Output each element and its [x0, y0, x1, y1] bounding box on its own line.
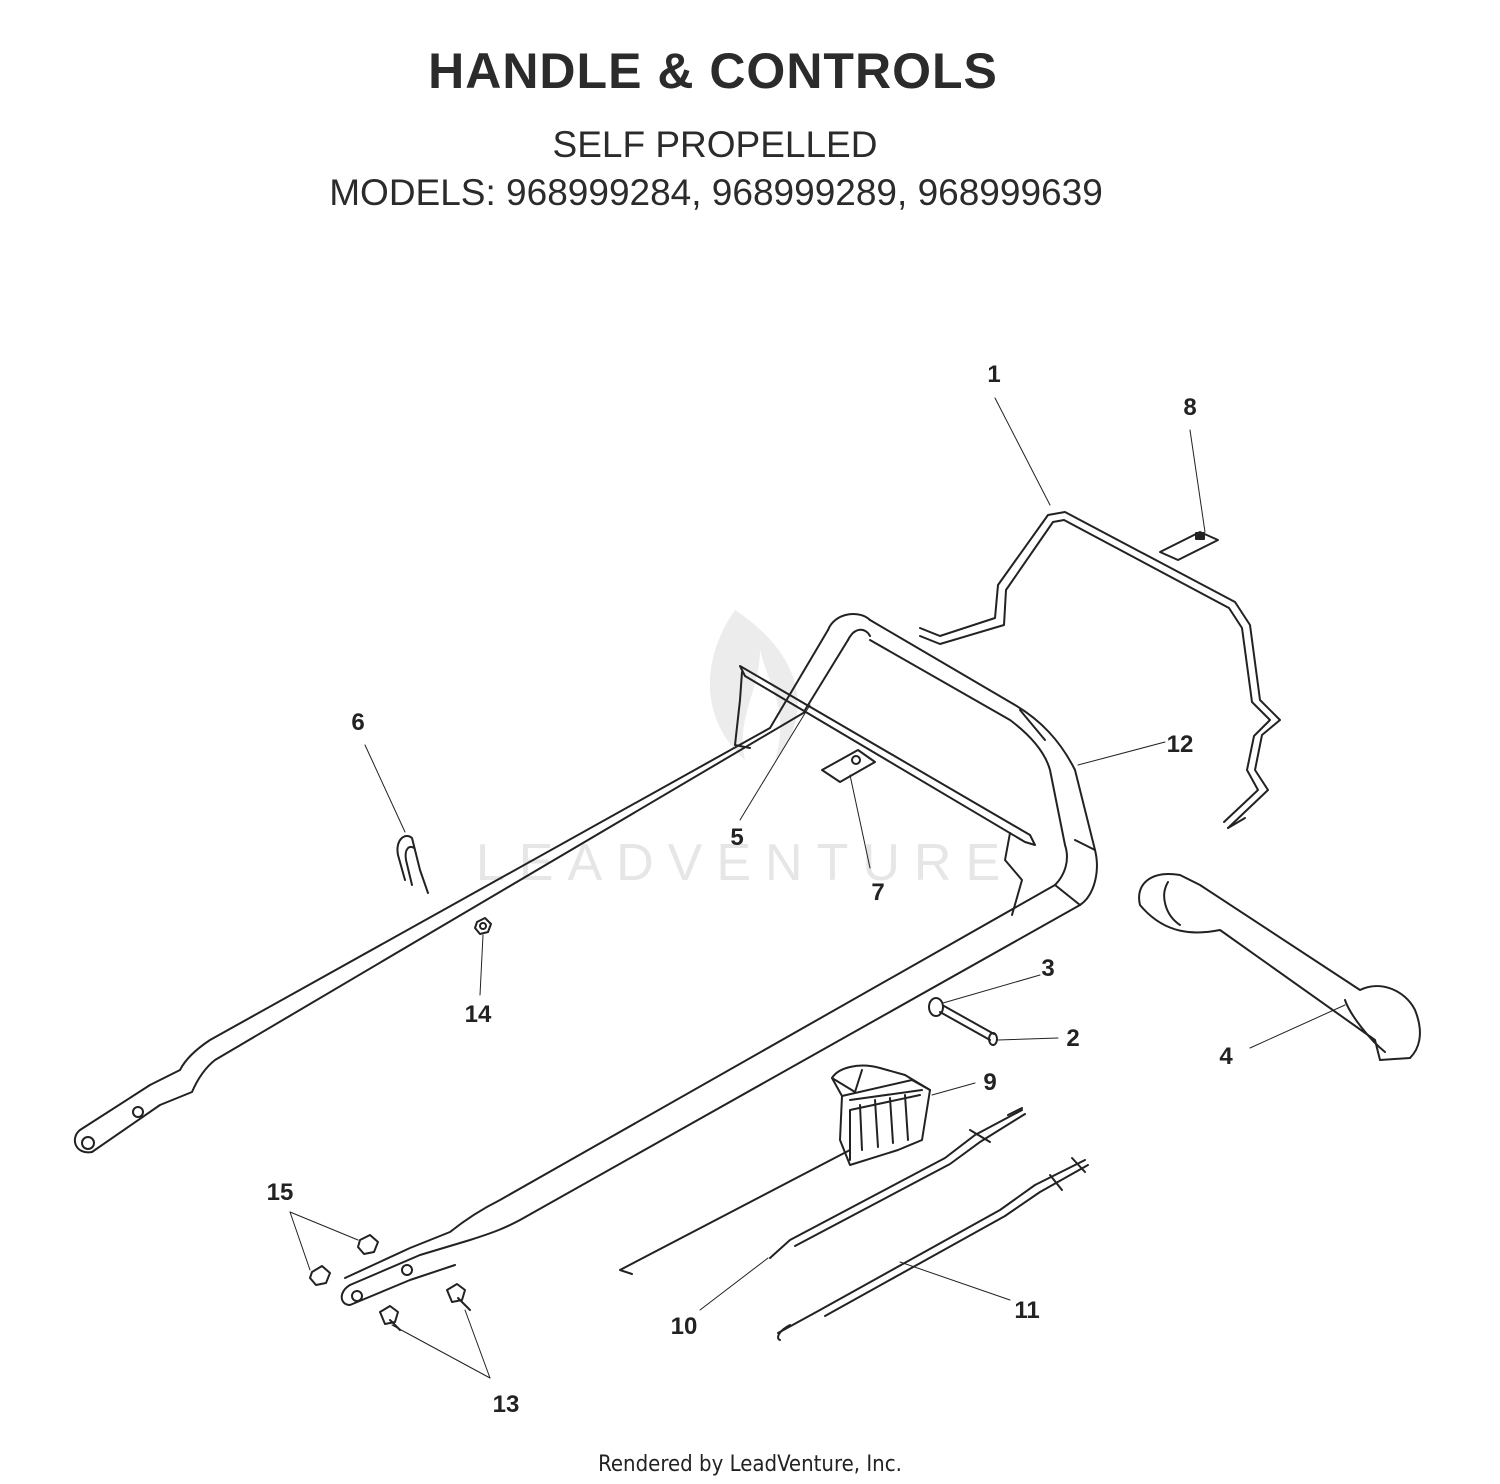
watermark-text: LEADVENTURE [476, 834, 1014, 892]
part-4-grip [1138, 873, 1421, 1061]
callout-10: 10 [671, 1313, 698, 1340]
footer-credit: Rendered by LeadVenture, Inc. [598, 1452, 902, 1477]
part-9-control-box [831, 1064, 931, 1166]
part-3-washer [928, 997, 944, 1017]
callout-14: 14 [465, 1001, 492, 1028]
callout-11: 11 [1014, 1297, 1039, 1324]
callout-5: 5 [730, 824, 743, 851]
diagram-subtitle: SELF PROPELLED [552, 124, 878, 165]
leadventure-watermark: LEADVENTURE [476, 610, 1014, 892]
callout-8: 8 [1183, 394, 1196, 421]
part-7-decal [821, 749, 876, 783]
part-8-decal [1159, 531, 1219, 561]
leader-lines [289, 397, 1346, 1379]
callout-13: 13 [493, 1391, 520, 1418]
part-1-bail-wire [919, 511, 1281, 829]
callout-7: 7 [871, 879, 884, 906]
part-15-nuts [309, 1234, 379, 1286]
callout-6: 6 [351, 709, 364, 736]
callout-12: 12 [1167, 731, 1194, 758]
part-13-bolts [379, 1283, 471, 1331]
models-line: MODELS: 968999284, 968999289, 968999639 [329, 172, 1103, 213]
callout-1: 1 [987, 361, 1000, 388]
callout-3: 3 [1041, 955, 1054, 982]
part-12-main-handle [73, 613, 1098, 1306]
part-2-bolt [939, 1005, 998, 1046]
part-6-u-bolt [396, 835, 429, 894]
part-14-nut [474, 917, 492, 935]
callout-labels: 1 8 12 6 5 7 14 3 2 4 9 15 11 10 13 [267, 361, 1234, 1418]
callout-4: 4 [1219, 1043, 1233, 1070]
callout-2: 2 [1066, 1025, 1079, 1052]
part-10-cable [619, 1107, 1026, 1275]
part-11-cable [777, 1157, 1089, 1341]
watermark-flame-icon [709, 610, 798, 760]
part-5-control-bar [734, 665, 1036, 916]
diagram-title: HANDLE & CONTROLS [428, 43, 998, 99]
callout-15: 15 [267, 1179, 294, 1206]
callout-9: 9 [983, 1069, 996, 1096]
